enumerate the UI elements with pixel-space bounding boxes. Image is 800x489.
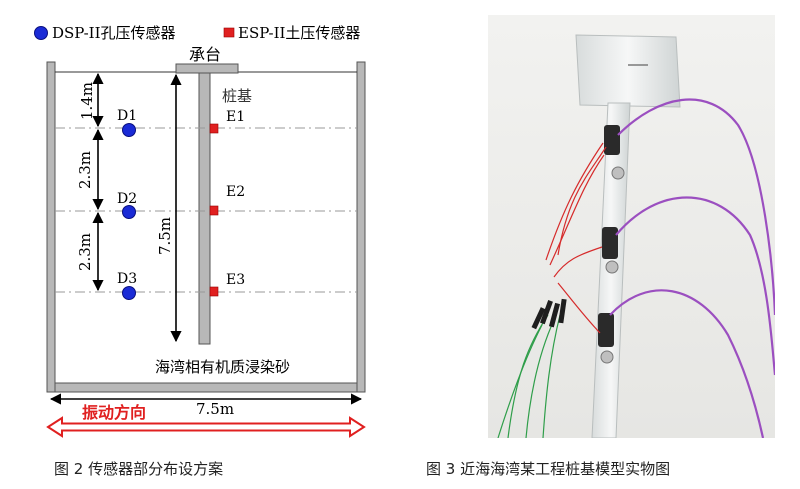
sensor-d3-marker — [122, 286, 136, 300]
photo-red-cables — [545, 142, 607, 334]
sensor-label-d2: D2 — [117, 191, 137, 207]
photo-acrylic-cap — [575, 34, 681, 108]
dim-label-top: 1.4m — [78, 82, 96, 120]
photo-purple-cables — [609, 98, 775, 438]
vibration-direction-label: 振动方向 — [82, 403, 146, 422]
pile — [198, 72, 211, 345]
sensor-label-e2: E2 — [226, 184, 245, 200]
legend-esp-label: ESP-II土压传感器 — [238, 24, 360, 42]
pile-label: 桩基 — [222, 87, 252, 105]
sensor-e3-marker — [209, 286, 219, 297]
vibration-double-arrow — [46, 416, 366, 438]
legend-dsp-label: DSP-II孔压传感器 — [52, 24, 176, 42]
figure-3-caption: 图 3 近海海湾某工程桩基模型实物图 — [426, 460, 671, 478]
sensor-d1-marker — [122, 123, 136, 137]
soil-label: 海湾相有机质浸染砂 — [155, 358, 290, 376]
container-left-wall — [46, 61, 56, 393]
dim-label-pile: 7.5m — [156, 217, 174, 255]
photo-connectors — [531, 298, 567, 330]
sensor-label-e3: E3 — [226, 272, 245, 288]
sensor-label-d3: D3 — [117, 271, 137, 287]
container-bottom — [54, 382, 358, 393]
photo-green-cables — [497, 314, 561, 438]
sensor-label-e1: E1 — [226, 109, 245, 125]
pile-model-photo — [488, 15, 775, 438]
sensor-e1-marker — [209, 123, 219, 134]
sensor-label-d1: D1 — [117, 108, 137, 124]
dim-label-low: 2.3m — [76, 233, 94, 271]
container-right-wall — [356, 61, 366, 393]
sensor-d2-marker — [122, 205, 136, 219]
photo-sensor-1 — [604, 125, 620, 155]
dim-label-width: 7.5m — [196, 400, 234, 418]
legend-esp-marker — [223, 27, 235, 38]
pile-cap-label: 承台 — [189, 45, 221, 64]
pile-cap — [175, 63, 239, 74]
photo-sensor-3 — [598, 313, 614, 347]
sensor-e2-marker — [209, 205, 219, 216]
dim-label-mid: 2.3m — [76, 151, 94, 189]
figure-2-caption: 图 2 传感器部分布设方案 — [54, 460, 224, 478]
legend-dsp-marker — [34, 26, 48, 40]
photo-sensor-2 — [602, 227, 618, 259]
